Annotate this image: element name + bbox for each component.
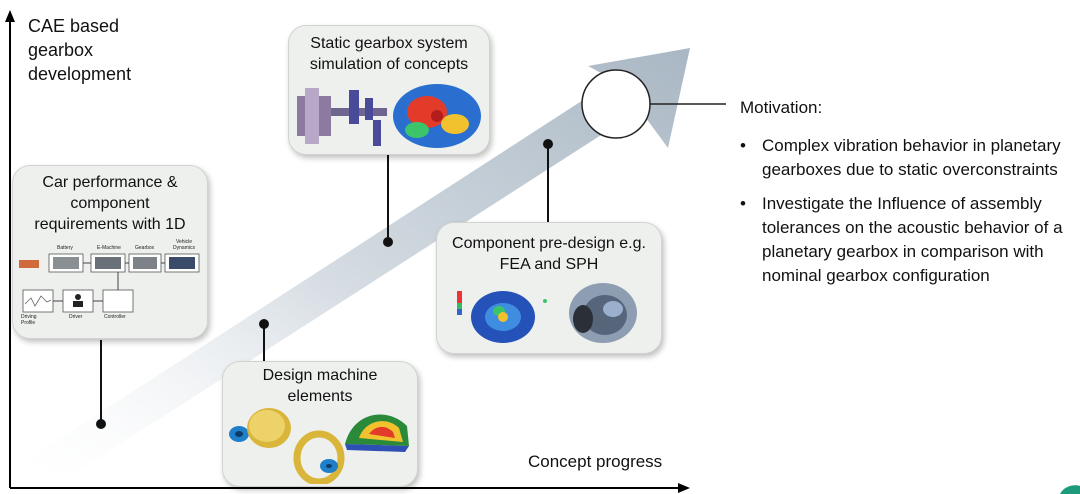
box-static-gearbox: Static gearbox system simulation of conc… [288, 25, 490, 155]
fea-sph-image [457, 283, 637, 343]
box-component-predesign: Component pre-design e.g. FEA and SPH [436, 222, 662, 354]
motivation-bullet: • Complex vibration behavior in planetar… [740, 134, 1070, 182]
box-title: Component pre-design e.g. FEA and SPH [452, 235, 646, 273]
progress-arrow [18, 48, 690, 470]
label-vehicle-dynamics: Vehicle Dynamics [173, 239, 195, 251]
label-emachine: E-Machine [97, 245, 121, 251]
current-stage-circle [581, 69, 651, 139]
label-battery: Battery [57, 245, 73, 251]
y-axis-label: CAE based gearbox development [28, 16, 132, 84]
bullet-icon: • [740, 136, 746, 155]
motivation-panel: Motivation: • Complex vibration behavior… [740, 96, 1070, 288]
system-model-diagram [19, 253, 200, 313]
box-title: Design machine elements [262, 367, 378, 405]
corner-logo-mark [1060, 485, 1080, 494]
label-gearbox: Gearbox [135, 245, 155, 251]
label-controller: Controller [104, 314, 126, 320]
logo-mark [19, 260, 39, 268]
motivation-heading: Motivation: [740, 98, 823, 117]
box-title: Static gearbox system simulation of conc… [309, 35, 469, 73]
label-driving-profile: Driving Profile [21, 314, 37, 326]
label-driver: Driver [69, 314, 83, 320]
milestone-dot [383, 237, 393, 247]
bullet-text: Complex vibration behavior in planetary … [762, 136, 1061, 179]
x-axis-label: Concept progress [528, 452, 663, 471]
milestone-dot [543, 139, 553, 149]
gearbox-simulation-image [297, 84, 481, 148]
milestone-dot [96, 419, 106, 429]
box-car-performance: Car performance & component requirements… [12, 165, 208, 339]
machine-elements-image [229, 408, 409, 484]
box-title: Car performance & component requirements… [34, 174, 186, 233]
y-axis-arrowhead [5, 10, 15, 22]
bullet-icon: • [740, 194, 746, 213]
motivation-bullet: • Investigate the Influence of assembly … [740, 192, 1070, 288]
bullet-text: Investigate the Influence of assembly to… [762, 194, 1063, 285]
x-axis-arrowhead [678, 483, 690, 493]
milestone-dot [259, 319, 269, 329]
box-design-machine: Design machine elements [222, 361, 418, 487]
